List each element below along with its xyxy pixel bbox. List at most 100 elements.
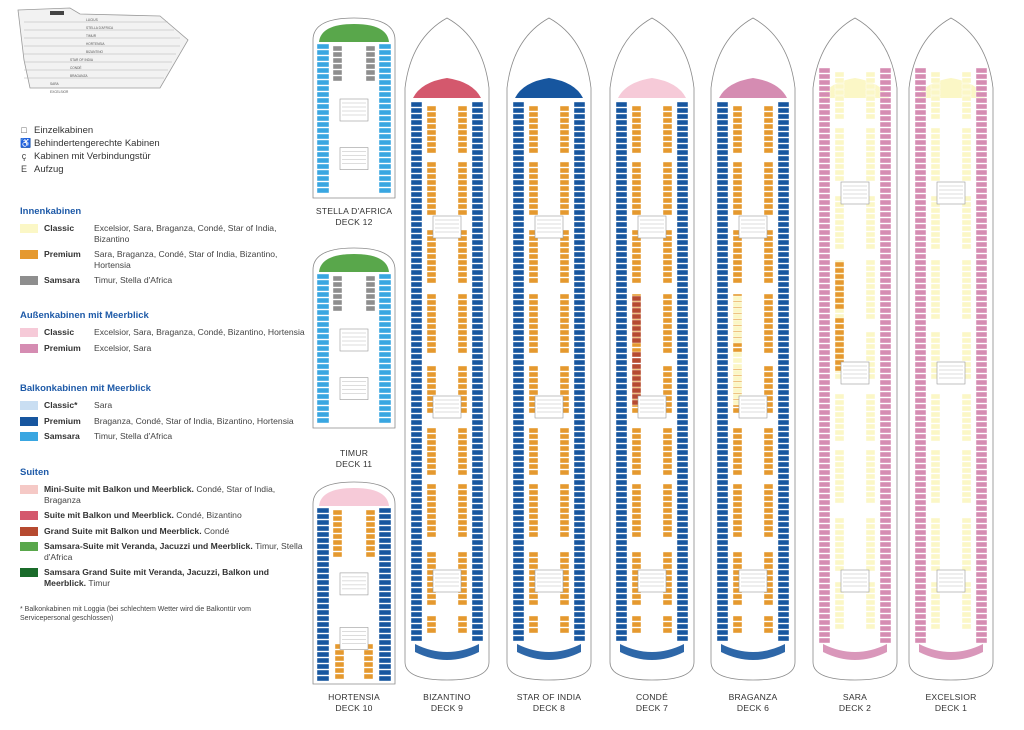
cabin [879, 289, 892, 296]
cabin [879, 91, 892, 98]
cabin [818, 379, 831, 386]
cabin [879, 307, 892, 314]
cabin [930, 265, 941, 272]
cabin [961, 343, 972, 350]
deck-number: DECK 6 [736, 702, 770, 713]
cabin [961, 429, 972, 436]
cabin [615, 245, 628, 252]
cabin [777, 131, 790, 138]
cabin [528, 305, 539, 312]
cabin [573, 623, 586, 630]
cabin [732, 209, 743, 216]
cabin [777, 389, 790, 396]
cabin [732, 331, 743, 338]
cabin [471, 557, 484, 564]
cabin [615, 113, 628, 120]
cabin [457, 299, 468, 306]
cabin [631, 277, 642, 284]
cabin [879, 457, 892, 464]
cabin [316, 285, 330, 292]
cabin [573, 323, 586, 330]
ship-label-timur: TIMUR [86, 34, 97, 38]
cabin [676, 329, 689, 336]
cabin [573, 257, 586, 264]
cabin [914, 241, 927, 248]
cabin [662, 173, 673, 180]
cabin [528, 141, 539, 148]
cabin [914, 355, 927, 362]
cabin [865, 151, 876, 158]
cabin [865, 343, 876, 350]
cabin [316, 645, 330, 652]
cabin [676, 167, 689, 174]
cabin [763, 365, 774, 372]
cabin [332, 75, 343, 82]
cabin [975, 217, 988, 224]
cabin [777, 155, 790, 162]
cabin [426, 235, 437, 242]
cabin [662, 531, 673, 538]
legend-suites-title: Suiten [20, 467, 50, 478]
cabin [365, 533, 376, 540]
cabin [471, 149, 484, 156]
cabin [573, 305, 586, 312]
cabin [834, 261, 845, 268]
cabin [631, 495, 642, 502]
cabin [676, 473, 689, 480]
cabin [716, 251, 729, 258]
cabin [716, 113, 729, 120]
cabin [528, 341, 539, 348]
cabin [879, 541, 892, 548]
cabin [471, 371, 484, 378]
cabin [777, 491, 790, 498]
cabin [378, 357, 392, 364]
cabin [930, 169, 941, 176]
cabin [732, 599, 743, 606]
cabin [865, 423, 876, 430]
cabin [732, 141, 743, 148]
cabin [662, 389, 673, 396]
cabin [834, 347, 845, 354]
cabin [573, 383, 586, 390]
cabin [512, 425, 525, 432]
cabin [763, 531, 774, 538]
cabin [457, 599, 468, 606]
cabin [716, 311, 729, 318]
cabin [457, 495, 468, 502]
cabin [559, 247, 570, 254]
cabin [528, 293, 539, 300]
stairwell [339, 627, 369, 650]
cabin [930, 95, 941, 102]
deck-ship-name: STAR OF INDIA [516, 692, 582, 702]
cabin [865, 139, 876, 146]
deck-number: DECK 7 [635, 702, 669, 713]
cabin [975, 529, 988, 536]
cabin [879, 319, 892, 326]
cabin [763, 457, 774, 464]
cabin [777, 521, 790, 528]
cabin [573, 143, 586, 150]
cabin [961, 243, 972, 250]
cabin [512, 299, 525, 306]
cabin [975, 253, 988, 260]
cabin [676, 269, 689, 276]
cabin [365, 539, 376, 546]
cabin [457, 203, 468, 210]
cabin [528, 247, 539, 254]
cabin [879, 325, 892, 332]
cabin [573, 569, 586, 576]
legend-category: Premium [44, 415, 81, 426]
cabin [716, 449, 729, 456]
cabin [615, 149, 628, 156]
cabin [615, 323, 628, 330]
cabin [426, 371, 437, 378]
cabin [573, 467, 586, 474]
cabin [316, 561, 330, 568]
cabin [818, 223, 831, 230]
cabin [457, 627, 468, 634]
cabin [573, 107, 586, 114]
cabin [528, 365, 539, 372]
cabin [457, 253, 468, 260]
